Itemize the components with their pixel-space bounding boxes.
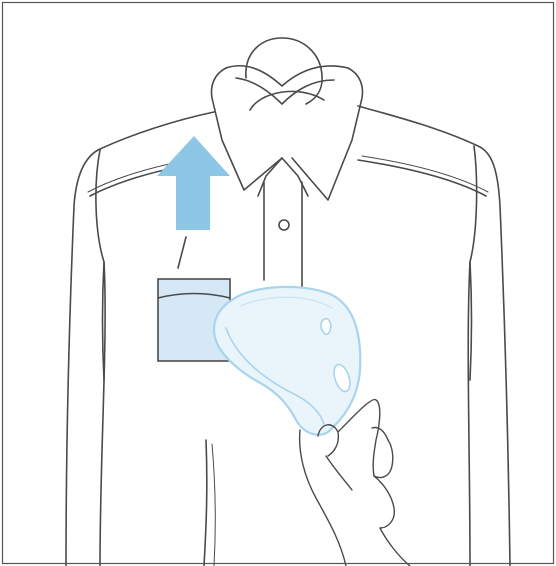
steamer-indicator-icon — [321, 319, 331, 335]
shirt-button-icon — [279, 220, 289, 230]
shirt-lower-fold-inner — [212, 444, 215, 566]
shirt-placket-icon — [264, 182, 302, 290]
hanger-hook-icon — [246, 38, 324, 110]
shirt-collar-icon — [212, 66, 363, 200]
pocket-pointer-line — [178, 237, 186, 268]
up-arrow-icon — [157, 136, 230, 230]
shirt-lower-fold — [204, 440, 207, 566]
garment-steamer-head-icon — [214, 287, 360, 435]
